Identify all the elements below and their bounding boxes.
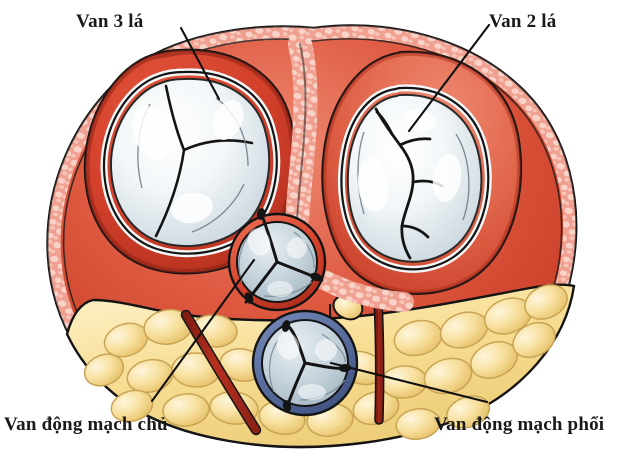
- coronary-artery-right: [373, 295, 385, 425]
- leader-lines-group: [150, 23, 491, 404]
- pulmonary-valve-group: [251, 309, 359, 417]
- label-tricuspid-valve: Van 3 lá: [76, 11, 144, 32]
- mitral-valve-group: [321, 50, 523, 295]
- label-pulmonary-valve: Van động mạch phổi: [434, 414, 605, 435]
- leader-line-pulmonary: [329, 361, 489, 404]
- aortic-valve-group: [227, 208, 327, 312]
- leader-line-tricuspid: [179, 26, 221, 101]
- label-aortic-valve: Van động mạch chủ: [4, 414, 168, 435]
- leader-line-mitral: [407, 23, 491, 133]
- label-mitral-valve: Van 2 lá: [489, 11, 557, 32]
- leader-line-aortic: [150, 258, 256, 403]
- tricuspid-valve-group: [83, 48, 297, 275]
- coronary-artery-left: [180, 309, 262, 436]
- lower-fibrous-band: [314, 270, 414, 312]
- fibrous-skeleton-rim: [47, 25, 577, 447]
